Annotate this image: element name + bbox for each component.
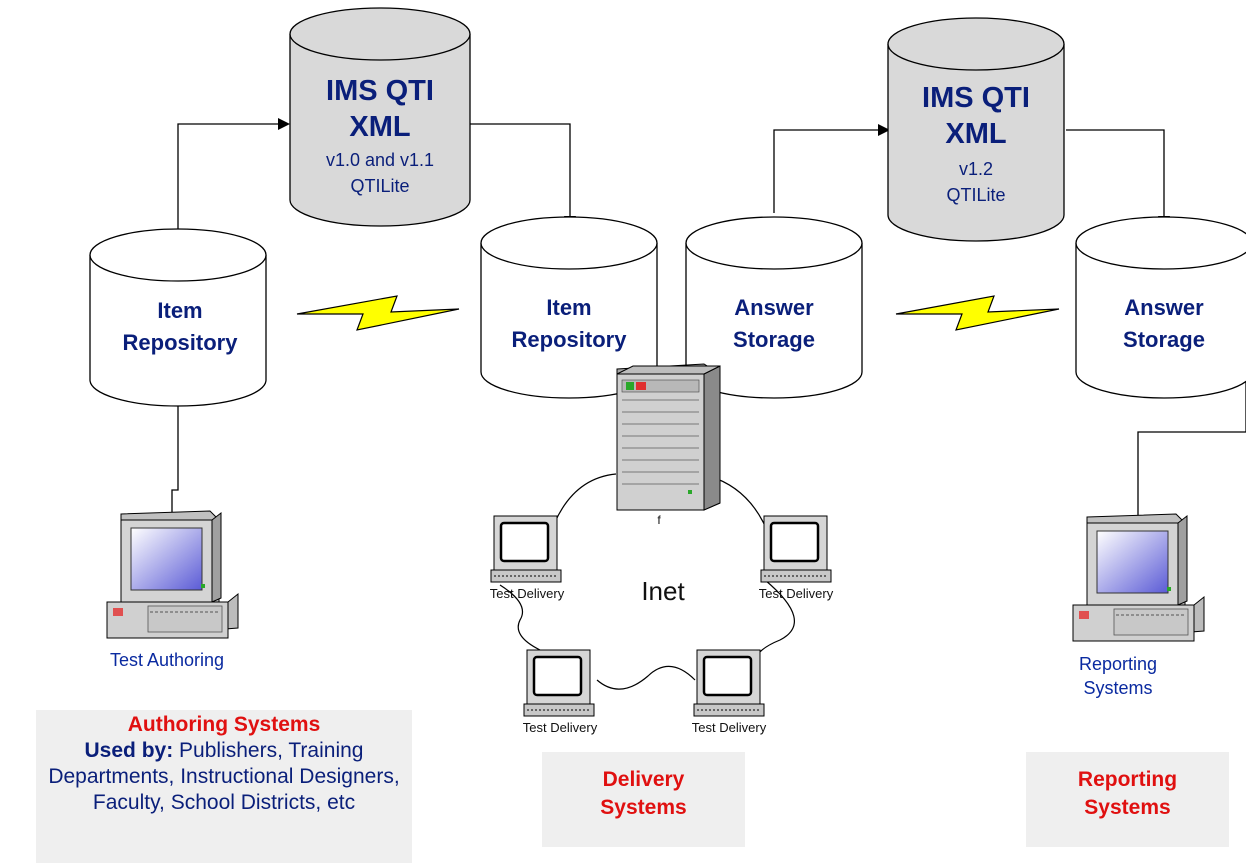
test-delivery-label: Test Delivery [490, 586, 565, 601]
lightning-bolt-icon [895, 295, 1060, 331]
reporting-systems-label-1: Reporting [1079, 654, 1157, 674]
delivery-answer-label-1: Answer [734, 295, 814, 320]
authoring-systems-box: Authoring Systems Used by: Publishers, T… [36, 710, 412, 863]
test-delivery-terminal-icon [760, 515, 832, 583]
inet-label: Inet [641, 576, 685, 606]
right-db-title-xml: XML [945, 118, 1006, 150]
delivery-answer-storage: Answer Storage [685, 216, 863, 399]
left-db-title-xml: XML [349, 111, 410, 143]
server-caption: f [657, 513, 661, 527]
reporting-systems-label-2: Systems [1083, 678, 1152, 698]
reporting-systems-box-label-1: Reporting [1077, 768, 1178, 791]
right-db-title: IMS QTI [922, 82, 1030, 114]
authoring-item-repository: Item Repository [89, 228, 267, 407]
authoring-systems-title: Authoring Systems [127, 713, 321, 736]
right-db-to-reporting-arrow [1066, 129, 1170, 228]
test-authoring-label: Test Authoring [110, 650, 224, 670]
left-db-to-delivery-arrow [469, 123, 576, 228]
authoring-systems-used-by: Used by: Publishers, Training Department… [36, 738, 412, 816]
delivery-systems-box: Delivery Systems [542, 752, 745, 847]
test-delivery-terminal-icon [490, 515, 562, 583]
server-icon [616, 363, 721, 511]
delivery-item-repository: Item Repository [480, 216, 658, 399]
reporting-repo-to-pc-line [1137, 382, 1246, 515]
authoring-to-left-db-arrow [177, 118, 290, 238]
delivery-systems-label-2: Systems [600, 796, 687, 819]
left-db-qtilite: QTILite [350, 176, 409, 196]
right-db-qtilite: QTILite [946, 185, 1005, 205]
test-authoring-computer-icon [106, 510, 239, 639]
lightning-bolt-icon [296, 295, 460, 331]
test-delivery-terminal-icon [693, 649, 765, 717]
reporting-answer-label-1: Answer [1124, 295, 1204, 320]
reporting-systems-box-label-2: Systems [1084, 796, 1171, 819]
reporting-systems-box: Reporting Systems [1026, 752, 1229, 847]
connectors [171, 118, 1246, 515]
test-delivery-label: Test Delivery [692, 720, 767, 735]
delivery-answer-label-2: Storage [733, 327, 815, 352]
right-db-version: v1.2 [959, 159, 993, 179]
reporting-answer-label-2: Storage [1123, 327, 1205, 352]
test-delivery-label: Test Delivery [759, 586, 834, 601]
test-delivery-terminal-icon [523, 649, 595, 717]
authoring-repo-label-2: Repository [123, 330, 239, 355]
inet-network-cloud [499, 473, 795, 690]
used-by-label: Used by: [84, 739, 174, 762]
delivery-repo-label-1: Item [546, 295, 591, 320]
test-delivery-label: Test Delivery [523, 720, 598, 735]
used-by-text: Publishers, Training Departments, Instru… [48, 739, 400, 814]
delivery-systems-label-1: Delivery [602, 768, 685, 791]
reporting-systems-computer-icon [1072, 513, 1205, 642]
left-db-version: v1.0 and v1.1 [326, 150, 434, 170]
authoring-repo-label-1: Item [157, 298, 202, 323]
ims-qti-xml-v1-0-database: IMS QTI XML v1.0 and v1.1 QTILite [289, 7, 471, 227]
ims-qti-xml-v1-2-database: IMS QTI XML v1.2 QTILite [887, 17, 1065, 242]
delivery-to-right-db-arrow [773, 124, 890, 213]
left-db-title: IMS QTI [326, 75, 434, 107]
authoring-repo-to-pc-line [171, 397, 179, 512]
delivery-repo-label-2: Repository [512, 327, 628, 352]
reporting-answer-storage: Answer Storage [1075, 216, 1246, 399]
